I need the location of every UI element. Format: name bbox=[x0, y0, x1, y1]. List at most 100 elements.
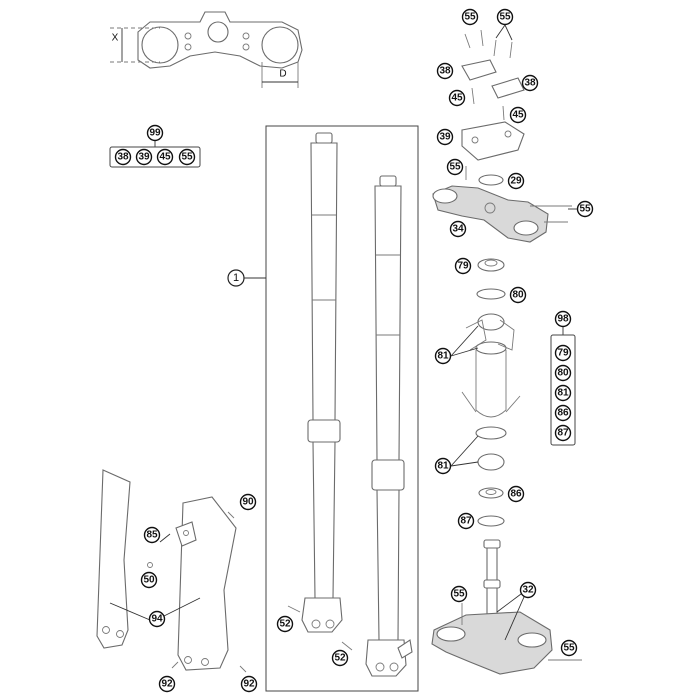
svg-text:85: 85 bbox=[146, 530, 158, 541]
callout-98[interactable]: 98 bbox=[554, 310, 572, 328]
svg-text:39: 39 bbox=[439, 132, 451, 143]
svg-text:98: 98 bbox=[557, 314, 569, 325]
callout-39[interactable]: 39 bbox=[436, 128, 454, 146]
ring-80 bbox=[476, 288, 506, 300]
callout-85[interactable]: 85 bbox=[143, 526, 161, 544]
callout-55-lower-right[interactable]: 55 bbox=[560, 639, 578, 657]
callout-92-right[interactable]: 92 bbox=[240, 675, 258, 693]
kit-99: 99 38 39 45 55 bbox=[109, 124, 201, 168]
lower-triple-clamp: 55 32 55 bbox=[431, 539, 582, 675]
kit-98-item-79[interactable]: 79 bbox=[554, 344, 572, 362]
callout-55-top-right[interactable]: 55 bbox=[496, 8, 514, 26]
callout-38-left[interactable]: 38 bbox=[436, 62, 454, 80]
callout-92-left[interactable]: 92 bbox=[158, 675, 176, 693]
svg-text:79: 79 bbox=[557, 348, 569, 359]
triple-clamp-dimension-sketch: X D bbox=[110, 11, 303, 88]
callout-45-right[interactable]: 45 bbox=[509, 106, 527, 124]
svg-text:55: 55 bbox=[449, 162, 461, 173]
svg-text:55: 55 bbox=[464, 12, 476, 23]
callout-38-right[interactable]: 38 bbox=[521, 74, 539, 92]
fork-guards: 90 85 50 94 92 92 bbox=[96, 469, 258, 693]
svg-text:80: 80 bbox=[557, 368, 569, 379]
svg-text:29: 29 bbox=[510, 176, 522, 187]
kit-98-item-86[interactable]: 86 bbox=[554, 404, 572, 422]
upper-clamp-assembly: 55 55 38 38 45 45 39 55 29 55 34 bbox=[432, 8, 594, 243]
callout-55-upper-clamp-right[interactable]: 55 bbox=[576, 200, 594, 218]
callout-32[interactable]: 32 bbox=[519, 581, 537, 599]
fork-group-frame bbox=[265, 125, 419, 692]
steering-bearing-stack: 79 80 81 81 86 87 bbox=[434, 257, 527, 530]
kit-98-item-80[interactable]: 80 bbox=[554, 364, 572, 382]
kit-98: 98 79 80 81 86 87 bbox=[550, 310, 576, 446]
svg-text:38: 38 bbox=[524, 78, 536, 89]
svg-text:55: 55 bbox=[499, 12, 511, 23]
callout-81-lower[interactable]: 81 bbox=[434, 457, 452, 475]
svg-text:94: 94 bbox=[151, 614, 163, 625]
svg-text:80: 80 bbox=[512, 290, 524, 301]
callout-1[interactable]: 1 bbox=[227, 269, 245, 287]
svg-text:92: 92 bbox=[243, 679, 255, 690]
bolt-50 bbox=[147, 562, 153, 568]
callout-99[interactable]: 99 bbox=[146, 124, 164, 142]
svg-text:45: 45 bbox=[512, 110, 524, 121]
callout-34[interactable]: 34 bbox=[449, 220, 467, 238]
seal-79 bbox=[477, 258, 505, 272]
svg-text:86: 86 bbox=[557, 408, 569, 419]
callout-79[interactable]: 79 bbox=[454, 257, 472, 275]
svg-text:87: 87 bbox=[460, 516, 472, 527]
svg-text:55: 55 bbox=[181, 152, 193, 163]
svg-text:81: 81 bbox=[557, 388, 569, 399]
callout-81-upper[interactable]: 81 bbox=[434, 347, 452, 365]
callout-55-upper-clamp-left[interactable]: 55 bbox=[446, 158, 464, 176]
svg-text:34: 34 bbox=[452, 224, 464, 235]
svg-text:52: 52 bbox=[279, 619, 291, 630]
kit-99-item-38[interactable]: 38 bbox=[114, 148, 132, 166]
svg-text:90: 90 bbox=[242, 497, 254, 508]
svg-text:81: 81 bbox=[437, 351, 449, 362]
svg-text:92: 92 bbox=[161, 679, 173, 690]
kit-99-item-55[interactable]: 55 bbox=[178, 148, 196, 166]
svg-text:86: 86 bbox=[510, 489, 522, 500]
callout-55-top-left[interactable]: 55 bbox=[461, 8, 479, 26]
svg-text:81: 81 bbox=[437, 461, 449, 472]
svg-text:87: 87 bbox=[557, 428, 569, 439]
callout-94[interactable]: 94 bbox=[148, 610, 166, 628]
dimension-label-x: X bbox=[112, 33, 119, 44]
nut-29 bbox=[478, 174, 504, 186]
callout-80[interactable]: 80 bbox=[509, 286, 527, 304]
svg-text:1: 1 bbox=[233, 272, 239, 284]
fork-leg-right bbox=[341, 175, 413, 677]
kit-98-item-81[interactable]: 81 bbox=[554, 384, 572, 402]
fork-leg-left bbox=[287, 132, 343, 633]
svg-text:79: 79 bbox=[457, 261, 469, 272]
callout-90[interactable]: 90 bbox=[239, 493, 257, 511]
svg-text:38: 38 bbox=[117, 152, 129, 163]
callout-86[interactable]: 86 bbox=[507, 485, 525, 503]
callout-55-lower-left[interactable]: 55 bbox=[450, 585, 468, 603]
guard-clip bbox=[175, 521, 197, 547]
callout-29[interactable]: 29 bbox=[507, 172, 525, 190]
callout-45-left[interactable]: 45 bbox=[448, 89, 466, 107]
callout-52-left[interactable]: 52 bbox=[276, 615, 294, 633]
callout-50[interactable]: 50 bbox=[140, 571, 158, 589]
svg-text:50: 50 bbox=[143, 575, 155, 586]
kit-99-item-45[interactable]: 45 bbox=[156, 148, 174, 166]
kit-99-item-39[interactable]: 39 bbox=[135, 148, 153, 166]
dimension-label-d: D bbox=[279, 69, 286, 80]
svg-text:55: 55 bbox=[563, 643, 575, 654]
svg-text:45: 45 bbox=[159, 152, 171, 163]
svg-text:45: 45 bbox=[451, 93, 463, 104]
svg-text:99: 99 bbox=[149, 128, 161, 139]
svg-text:52: 52 bbox=[334, 653, 346, 664]
callout-52-right[interactable]: 52 bbox=[331, 649, 349, 667]
callout-87[interactable]: 87 bbox=[457, 512, 475, 530]
fork-guard-right bbox=[177, 496, 237, 671]
kit-98-item-87[interactable]: 87 bbox=[554, 424, 572, 442]
svg-text:38: 38 bbox=[439, 66, 451, 77]
fork-assembly: 1 52 52 bbox=[227, 125, 419, 692]
svg-text:55: 55 bbox=[579, 204, 591, 215]
handlebar-mount bbox=[461, 121, 525, 161]
svg-text:55: 55 bbox=[453, 589, 465, 600]
fork-guard-left bbox=[96, 469, 131, 649]
